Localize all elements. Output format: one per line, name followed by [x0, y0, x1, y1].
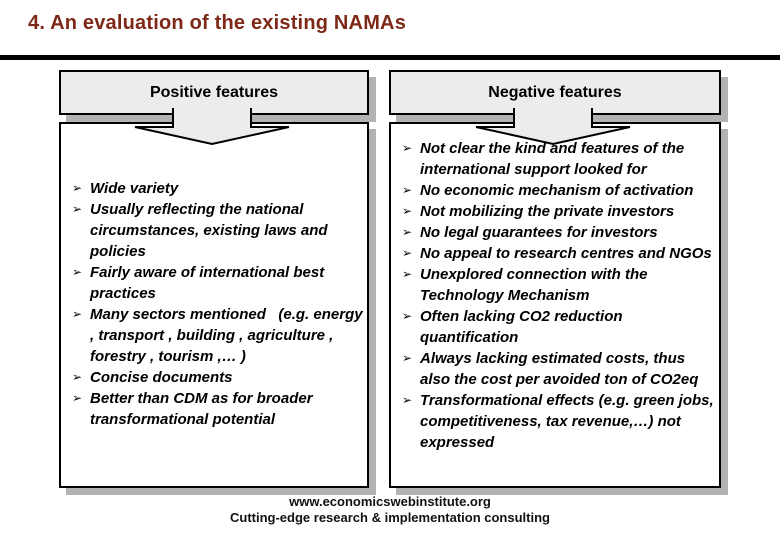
list-item-text: Fairly aware of international best pract… [90, 264, 325, 302]
arrowhead-bullet-icon: ➢ [402, 141, 413, 155]
list-item: ➢ Not clear the kind and features of the… [401, 138, 715, 180]
list-item: ➢ Better than CDM as for broader transfo… [71, 388, 363, 430]
list-item-text: Better than CDM as for broader transform… [90, 390, 313, 428]
positive-header-label: Positive features [149, 83, 279, 101]
list-item-text: Not mobilizing the private investors [420, 203, 675, 220]
list-item: ➢ Wide variety [71, 178, 363, 199]
arrowhead-bullet-icon: ➢ [72, 265, 83, 279]
arrowhead-bullet-icon: ➢ [72, 370, 83, 384]
list-item: ➢ Concise documents [71, 367, 363, 388]
arrowhead-bullet-icon: ➢ [72, 181, 83, 195]
list-item-text: Concise documents [90, 369, 233, 386]
list-item: ➢ Many sectors mentioned (e.g. energy , … [71, 304, 363, 367]
list-item-text: Wide variety [90, 180, 179, 197]
list-item: ➢ Not mobilizing the private investors [401, 201, 715, 222]
list-item-text: Unexplored connection with the Technolog… [420, 266, 648, 304]
list-item-text: No economic mechanism of activation [420, 182, 694, 199]
arrowhead-bullet-icon: ➢ [402, 246, 413, 260]
title-underline [0, 55, 780, 60]
footer: www.economicswebinstitute.org Cutting-ed… [0, 494, 780, 526]
negative-header-box: Negative features [389, 70, 721, 115]
positive-list: ➢ Wide variety ➢ Usually reflecting the … [61, 124, 367, 430]
slide-title: 4. An evaluation of the existing NAMAs [28, 12, 407, 34]
list-item: ➢ No appeal to research centres and NGOs [401, 243, 715, 264]
negative-content-box: ➢ Not clear the kind and features of the… [389, 122, 721, 488]
arrowhead-bullet-icon: ➢ [402, 225, 413, 239]
arrowhead-bullet-icon: ➢ [402, 204, 413, 218]
list-item-text: Many sectors mentioned (e.g. energy , tr… [90, 306, 363, 365]
arrowhead-bullet-icon: ➢ [72, 202, 83, 216]
list-item-text: Often lacking CO2 reduction quantificati… [420, 308, 623, 346]
arrowhead-bullet-icon: ➢ [402, 393, 413, 407]
list-item: ➢ No economic mechanism of activation [401, 180, 715, 201]
list-item: ➢ Unexplored connection with the Technol… [401, 264, 715, 306]
arrowhead-bullet-icon: ➢ [402, 183, 413, 197]
list-item-text: Transformational effects (e.g. green job… [420, 392, 714, 451]
list-item: ➢ Often lacking CO2 reduction quantifica… [401, 306, 715, 348]
footer-url: www.economicswebinstitute.org [289, 494, 491, 509]
list-item-text: No legal guarantees for investors [420, 224, 658, 241]
list-item-text: Always lacking estimated costs, thus als… [420, 350, 699, 388]
list-item: ➢ No legal guarantees for investors [401, 222, 715, 243]
list-item-text: Not clear the kind and features of the i… [420, 140, 685, 178]
list-item: ➢ Transformational effects (e.g. green j… [401, 390, 715, 453]
list-item: ➢ Always lacking estimated costs, thus a… [401, 348, 715, 390]
list-item: ➢ Usually reflecting the national circum… [71, 199, 363, 262]
arrowhead-bullet-icon: ➢ [72, 307, 83, 321]
negative-list: ➢ Not clear the kind and features of the… [391, 124, 719, 453]
footer-tagline: Cutting-edge research & implementation c… [230, 510, 550, 525]
list-item-text: Usually reflecting the national circumst… [90, 201, 328, 260]
list-item-text: No appeal to research centres and NGOs [420, 245, 712, 262]
negative-header-label: Negative features [488, 83, 622, 101]
arrowhead-bullet-icon: ➢ [402, 351, 413, 365]
arrowhead-bullet-icon: ➢ [402, 309, 413, 323]
positive-header-box: Positive features [59, 70, 369, 115]
positive-content-box: ➢ Wide variety ➢ Usually reflecting the … [59, 122, 369, 488]
arrowhead-bullet-icon: ➢ [402, 267, 413, 281]
list-item: ➢ Fairly aware of international best pra… [71, 262, 363, 304]
arrowhead-bullet-icon: ➢ [72, 391, 83, 405]
